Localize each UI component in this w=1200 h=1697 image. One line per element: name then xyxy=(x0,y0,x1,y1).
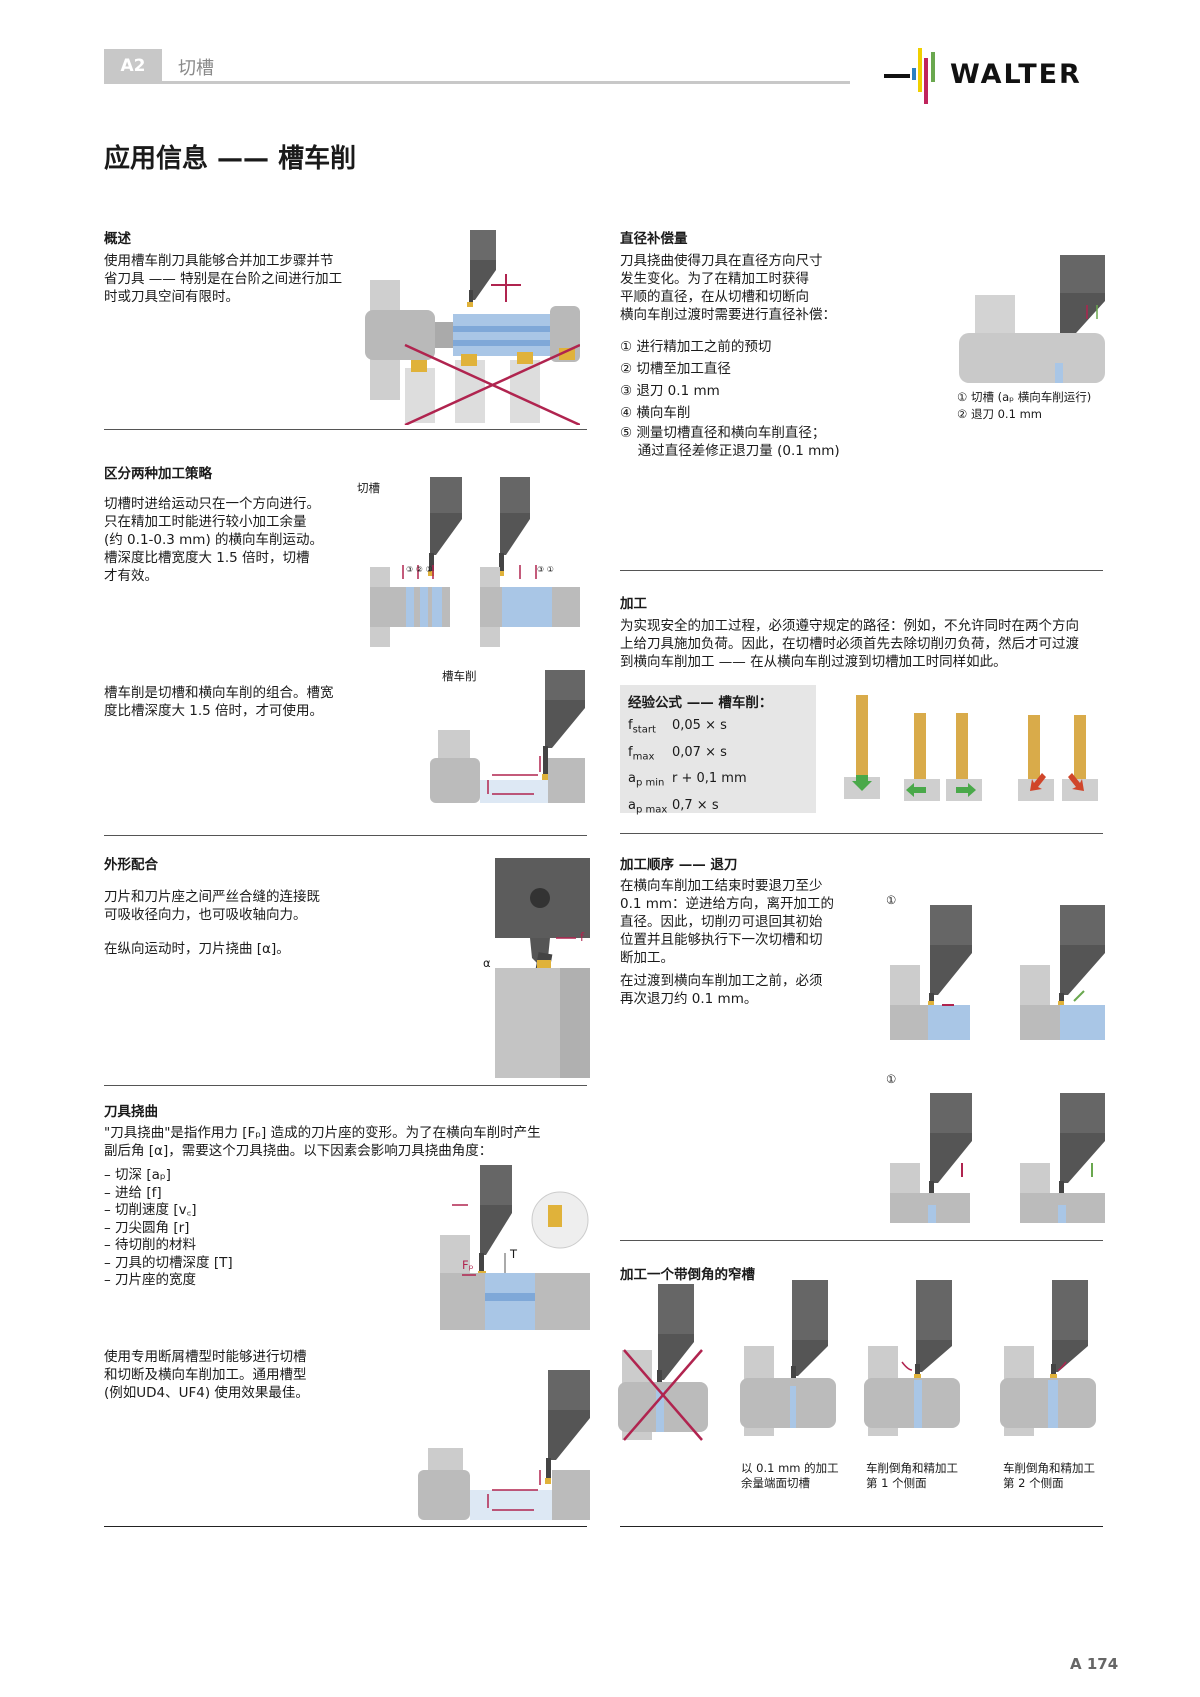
groove-turning-label: 槽车削 xyxy=(442,669,477,683)
walter-logo-icon xyxy=(884,48,935,104)
narrow-groove-heading: 加工一个带倒角的窄槽 xyxy=(620,1267,755,1283)
formula-row-apmax: ap max 0,7 × s xyxy=(628,797,719,816)
insert-load-figure xyxy=(844,695,1098,801)
list-item: – 刀具的切槽深度 [T] xyxy=(104,1254,233,1271)
divider xyxy=(620,833,1103,834)
list-item: ① 进行精加工之前的预切 xyxy=(620,339,772,355)
sequence-body-1: 在横向车削加工结束时要退刀至少 0.1 mm：逆进给方向，离开加工的 直径。因此… xyxy=(620,878,835,966)
divider xyxy=(104,429,587,430)
grooving-label: 切槽 xyxy=(357,481,380,495)
step-mark: ① xyxy=(886,893,897,907)
form-fit-figure xyxy=(495,858,590,1078)
divider xyxy=(104,1085,587,1086)
list-item: – 刀尖圆角 [r] xyxy=(104,1219,190,1236)
header-rule xyxy=(104,81,850,84)
diameter-comp-figure xyxy=(959,255,1105,383)
overview-figure xyxy=(365,230,580,425)
narrow-groove-caption-1: 以 0.1 mm 的加工 余量端面切槽 xyxy=(741,1461,839,1490)
divider xyxy=(620,1240,1103,1241)
strategies-heading: 区分两种加工策略 xyxy=(104,466,212,482)
diameter-comp-caption-2: ② 退刀 0.1 mm xyxy=(957,407,1042,421)
list-item: ② 切槽至加工直径 xyxy=(620,361,731,377)
list-item: 通过直径差修正退刀量 (0.1 mm) xyxy=(620,443,840,459)
divider xyxy=(620,570,1103,571)
overview-body: 使用槽车削刀具能够合并加工步骤并节 省刀具 —— 特别是在台阶之间进行加工 时或… xyxy=(104,253,343,305)
deflection-body: "刀具挠曲"是指作用力 [Fₚ] 造成的刀片座的变形。为了在横向车削时产生 副后… xyxy=(104,1125,541,1159)
grooving-figure xyxy=(370,477,580,647)
page-number: A 174 xyxy=(1070,1655,1119,1673)
machining-body: 为实现安全的加工过程，必须遵守规定的路径：例如，不允许同时在两个方向 上给刀具施… xyxy=(620,618,1079,670)
formula-row-fmax: fmax 0,07 × s xyxy=(628,744,727,763)
deflection-heading: 刀具挠曲 xyxy=(104,1104,158,1120)
narrow-groove-caption-3: 车削倒角和精加工 第 2 个侧面 xyxy=(1003,1461,1095,1490)
groove-turning-body: 槽车削是切槽和横向车削的组合。槽宽 度比槽深度大 1.5 倍时，才可使用。 xyxy=(104,685,334,719)
alpha-label: α xyxy=(483,956,491,970)
retract-figure-1 xyxy=(890,905,1105,1040)
chipbreaker-figure xyxy=(418,1370,590,1520)
step-mark: ① xyxy=(886,1072,897,1086)
list-item: – 刀片座的宽度 xyxy=(104,1272,197,1288)
diameter-comp-body: 刀具挠曲使得刀具在直径方向尺寸 发生变化。为了在精加工时获得 平顺的直径，在从切… xyxy=(620,253,836,323)
form-fit-body-2: 在纵向运动时，刀片挠曲 [α]。 xyxy=(104,941,290,957)
list-item: – 切削速度 [v꜀] xyxy=(104,1202,197,1218)
diameter-comp-steps: ① 进行精加工之前的预切 ② 切槽至加工直径 ③ 退刀 0.1 mm ④ 横向车… xyxy=(620,336,840,460)
divider xyxy=(104,835,587,836)
formula-row-fstart: fstart 0,05 × s xyxy=(628,718,727,736)
list-item: – 切深 [aₚ] xyxy=(104,1167,171,1183)
formula-title: 经验公式 —— 槽车削： xyxy=(628,695,773,711)
formula-box: 经验公式 —— 槽车削： fstart 0,05 × s fmax 0,07 ×… xyxy=(620,685,816,815)
depth-T-label: T xyxy=(510,1247,518,1261)
overview-heading: 概述 xyxy=(104,231,131,247)
divider xyxy=(620,1526,1103,1527)
grooving-body: 切槽时进给运动只在一个方向进行。 只在精加工时能进行较小加工余量 (约 0.1-… xyxy=(104,496,324,584)
list-item: ④ 横向车削 xyxy=(620,405,691,421)
machining-heading: 加工 xyxy=(620,596,647,612)
step-marks-left: ③ ② ① xyxy=(406,565,433,574)
section-code-tab: A2 xyxy=(104,49,162,83)
list-item: – 待切削的材料 xyxy=(104,1237,197,1253)
brand-name: WALTER xyxy=(950,59,1082,90)
narrow-groove-figures xyxy=(618,1280,1096,1441)
narrow-groove-caption-2: 车削倒角和精加工 第 1 个侧面 xyxy=(866,1461,958,1490)
list-item: – 进给 [f] xyxy=(104,1184,162,1201)
deflection-figure xyxy=(440,1165,590,1330)
sequence-body-2: 在过渡到横向车削加工之前，必须 再次退刀约 0.1 mm。 xyxy=(620,973,823,1007)
formula-row-apmin: ap min r + 0,1 mm xyxy=(628,771,747,789)
deflection-factor-list: – 切深 [aₚ] – 进给 [f] – 切削速度 [v꜀] – 刀尖圆角 [r… xyxy=(104,1167,233,1290)
diameter-comp-heading: 直径补偿量 xyxy=(620,231,688,247)
sequence-heading: 加工顺序 —— 退刀 xyxy=(620,857,738,873)
page-title: 应用信息 —— 槽车削 xyxy=(104,144,357,174)
list-item: ⑤ 测量切槽直径和横向车削直径； xyxy=(620,425,826,441)
groove-turning-figure xyxy=(430,670,585,803)
retract-figure-2 xyxy=(890,1093,1105,1223)
force-Fp-label: Fₚ xyxy=(462,1258,474,1272)
list-item: ③ 退刀 0.1 mm xyxy=(620,383,720,399)
diameter-comp-caption-1: ① 切槽 (aₚ 横向车削运行) xyxy=(957,390,1092,404)
step-marks-right: ③ ① xyxy=(537,565,554,574)
divider xyxy=(104,1526,587,1527)
section-name: 切槽 xyxy=(178,58,214,79)
form-fit-body: 刀片和刀片座之间严丝合缝的连接既 可吸收径向力，也可吸收轴向力。 xyxy=(104,889,320,923)
chipbreaker-body: 使用专用断屑槽型时能够进行切槽 和切断及横向车削加工。通用槽型 (例如UD4、U… xyxy=(104,1349,309,1401)
form-fit-heading: 外形配合 xyxy=(104,857,158,873)
feed-label: f xyxy=(580,930,585,944)
